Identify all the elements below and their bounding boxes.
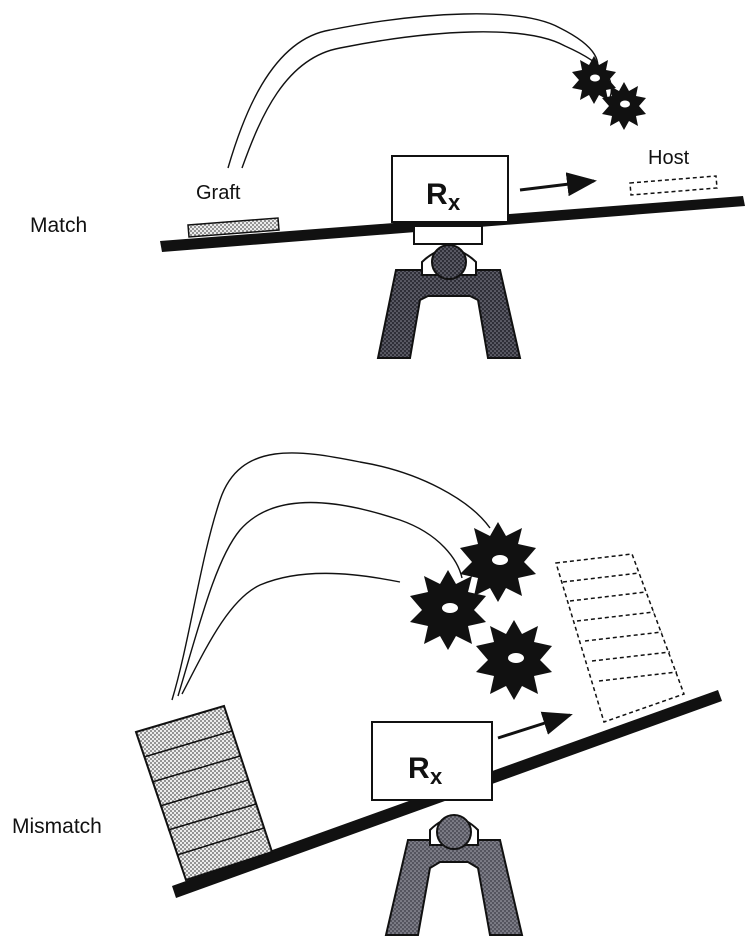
- match-beam-support: [413, 225, 483, 245]
- mismatch-treatment-box: R x: [371, 721, 493, 801]
- match-panel: Match Graft R x Host: [30, 13, 745, 359]
- mismatch-fulcrum: [384, 814, 524, 936]
- burst-icon: [410, 570, 486, 650]
- rx-main-text: R: [408, 752, 430, 785]
- burst-icon: [602, 82, 646, 130]
- graft-stack: [134, 704, 274, 882]
- match-arrow: [519, 172, 597, 197]
- graft-label: Graft: [196, 182, 241, 204]
- rx-sub-text: x: [430, 764, 443, 789]
- match-treatment-box: R x: [391, 155, 509, 223]
- mismatch-signal-curves: [171, 452, 491, 701]
- burst-icon: [460, 522, 536, 602]
- burst-icon: [476, 620, 552, 700]
- mismatch-arrow: [497, 711, 573, 740]
- graft-block: [187, 217, 280, 238]
- host-stack-outline: [555, 553, 685, 723]
- match-fulcrum: [376, 244, 522, 359]
- host-block-outline: [629, 175, 718, 196]
- mismatch-immune-cluster: [410, 522, 552, 700]
- burst-icon: [572, 56, 616, 104]
- match-label: Match: [30, 214, 87, 237]
- mismatch-panel: Mismatch R x: [12, 452, 722, 936]
- match-immune-cluster: [572, 56, 646, 130]
- match-signal-curve: [227, 13, 613, 169]
- host-label: Host: [648, 147, 690, 169]
- rx-main-text: R: [426, 178, 448, 211]
- rx-sub-text: x: [448, 190, 461, 215]
- mismatch-label: Mismatch: [12, 815, 102, 838]
- match-beam: [160, 196, 745, 252]
